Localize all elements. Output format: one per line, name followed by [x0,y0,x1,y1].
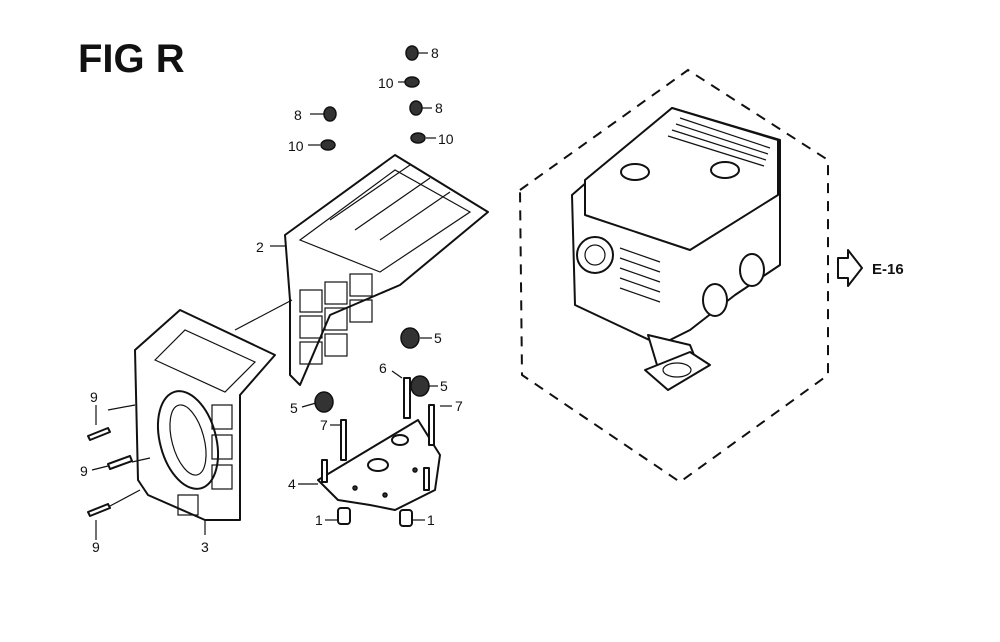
arrow-right-icon [837,249,863,287]
washer-10-left [320,139,336,151]
cover-hole-right [710,161,740,179]
callout-10-left: 10 [288,138,304,154]
part-4-plate [317,419,441,511]
air-cleaner-assembly [518,68,829,484]
callout-9-middle: 9 [80,463,88,479]
side-louvers [619,247,661,303]
leader-lines [91,52,452,540]
nut-8-left [323,106,337,122]
callout-5-left: 5 [290,400,298,416]
stud-4-left [321,459,328,483]
screw-7-left [340,419,347,461]
screw-7-right [428,404,435,446]
bolt-9-middle [107,455,133,470]
reference-arrow: E-16 [837,249,904,287]
part-3-insulator [134,309,276,521]
housing-port-1 [702,283,728,317]
bolt-9-bottom [87,503,111,517]
housing-port-2 [739,253,765,287]
nut-8-right [409,100,423,116]
callout-10-right: 10 [438,131,454,147]
part-6-bolt [403,377,411,419]
callout-6: 6 [379,360,387,376]
callout-7-right: 7 [455,398,463,414]
callout-7-left: 7 [320,417,328,433]
figure-title: FIG R [78,37,185,81]
plate-hole-center [367,458,389,472]
part-1-dampers [337,507,413,527]
reference-label: E-16 [872,261,904,278]
part-8-nuts [323,45,423,122]
part-9-bolts [87,427,133,517]
part-5-nuts [314,327,430,413]
insulator-bore [157,390,219,490]
washer-10-right [410,132,426,144]
damper-1-right [399,509,413,527]
callout-5-right: 5 [440,378,448,394]
damper-1-left [337,507,351,525]
callout-8-left: 8 [294,107,302,123]
callout-9-top: 9 [90,389,98,405]
cover-hole-left [620,163,650,181]
nut-5-right [410,375,430,397]
callout-1-right: 1 [427,512,435,528]
callout-labels: 2 3 4 1 1 5 5 5 6 7 7 9 9 9 8 10 8 8 10 … [80,45,463,555]
part-7-screws [321,404,435,491]
assembly-dashed-outline [518,68,829,484]
callout-5-upper: 5 [434,330,442,346]
callout-8-top: 8 [431,45,439,61]
intake-port [576,236,614,274]
cover-ribs [667,117,771,167]
callout-10-top: 10 [378,75,394,91]
callout-8-right: 8 [435,100,443,116]
bracket-grid [299,273,373,365]
insulator-cells [177,404,233,516]
bolt-9-top [87,427,111,441]
nut-5-left [314,391,334,413]
washer-10-top [404,76,420,88]
callout-1-left: 1 [315,512,323,528]
outlet-flange [644,351,711,391]
part-10-washers [320,76,426,151]
nut-8-top [405,45,419,61]
stud-4-right [423,467,430,491]
callout-2: 2 [256,239,264,255]
bracket-body [284,154,489,386]
callout-3: 3 [201,539,209,555]
plate-hole-top [391,434,409,446]
callout-4: 4 [288,476,296,492]
callout-9-bottom: 9 [92,539,100,555]
part-2-bracket [284,154,489,386]
nut-5-upper [400,327,420,349]
air-cleaner-cover [584,107,779,251]
